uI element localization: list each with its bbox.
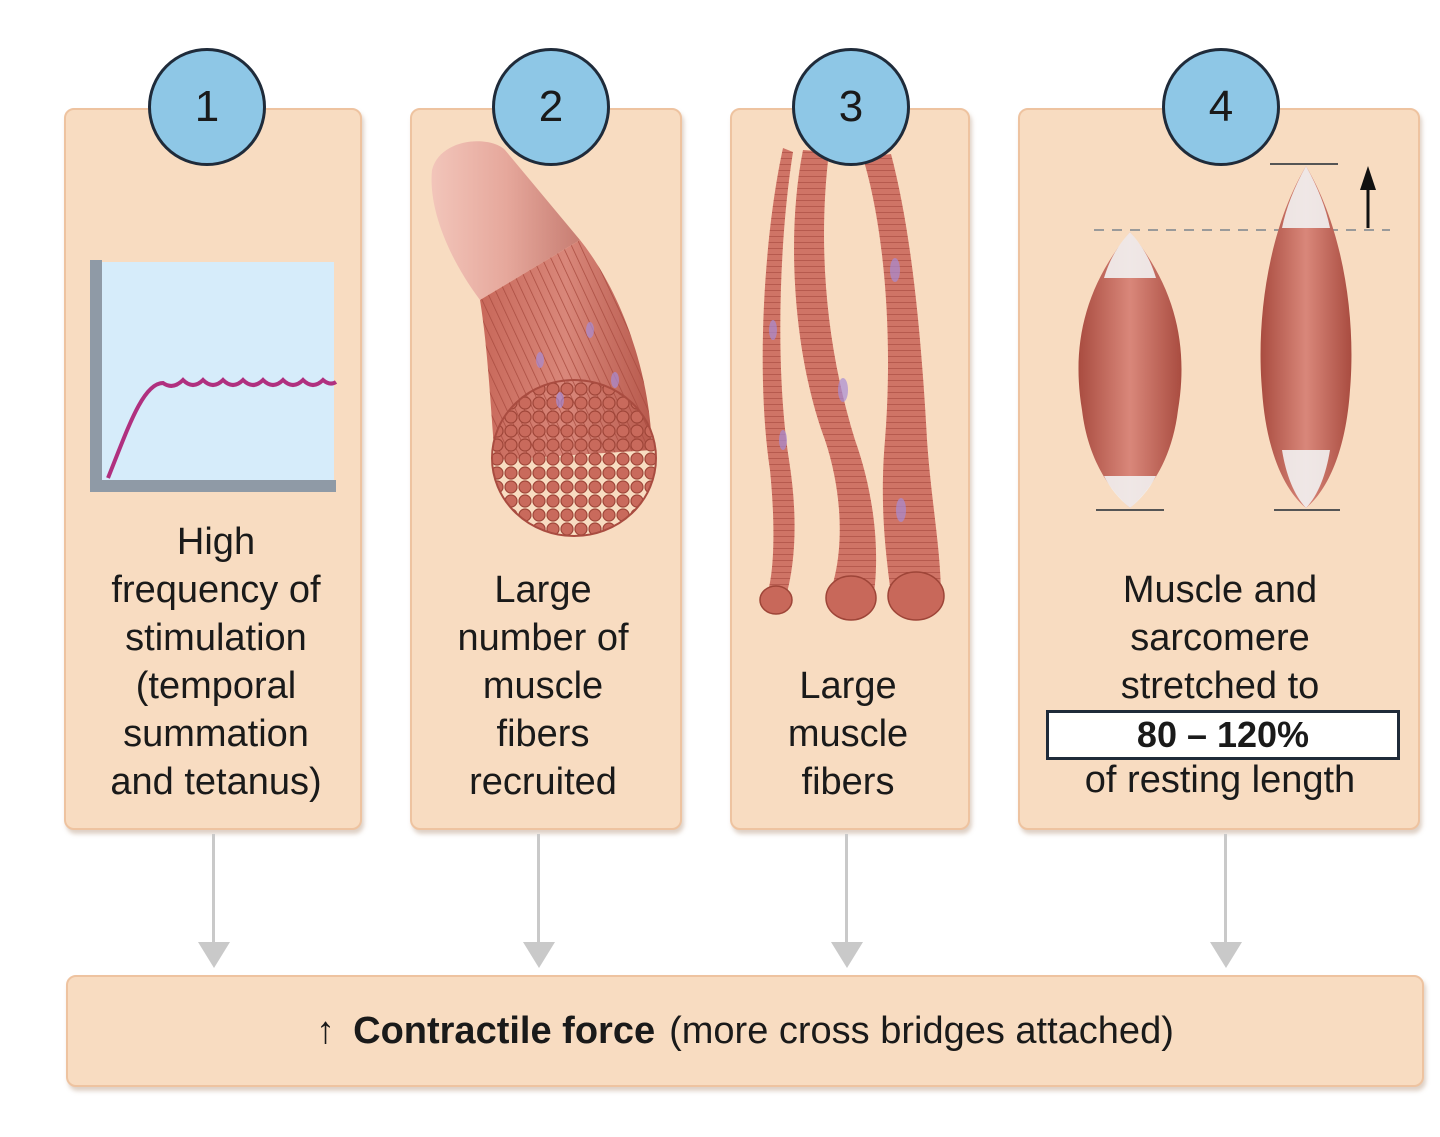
factor-panel-4 [1018, 108, 1420, 830]
caption-line: sarcomere [1130, 617, 1310, 659]
caption-line: Large [799, 665, 897, 707]
range-value: 80 – 120% [1136, 714, 1310, 755]
caption-line: Large [494, 569, 592, 611]
step-badge-2: 2 [492, 48, 610, 166]
caption-line: muscle [787, 713, 909, 755]
connector-arrowhead-4 [1210, 942, 1242, 968]
caption-line: frequency of [111, 569, 321, 611]
caption-line: and tetanus) [110, 761, 322, 803]
connector-arrowhead-2 [523, 942, 555, 968]
factor-caption-4: Muscle and sarcomere stretched to [1020, 566, 1420, 710]
resting-length-range-box: 80 – 120% [1046, 710, 1400, 760]
caption-line: number of [457, 617, 629, 659]
step-number-3: 3 [838, 82, 864, 131]
connector-arrow-3 [845, 834, 848, 946]
connector-arrowhead-3 [831, 942, 863, 968]
step-number-2: 2 [538, 82, 564, 131]
caption-line: (temporal [135, 665, 297, 707]
tetanus-graph [90, 260, 338, 492]
caption-line: High [176, 521, 256, 563]
result-detail-text: (more cross bridges attached) [669, 1009, 1174, 1052]
step-badge-4: 4 [1162, 48, 1280, 166]
factor-caption-4-tail: of resting length [1084, 759, 1356, 801]
caption-line: summation [123, 713, 309, 755]
step-number-1: 1 [194, 82, 220, 131]
step-number-4: 4 [1208, 82, 1234, 131]
step-badge-3: 3 [792, 48, 910, 166]
step-badge-1: 1 [148, 48, 266, 166]
result-box: ↑ Contractile force (more cross bridges … [66, 975, 1424, 1087]
factor-caption-3: Large muscle fibers [732, 662, 964, 806]
caption-line: fibers [496, 713, 590, 755]
connector-arrow-4 [1224, 834, 1227, 946]
caption-line: muscle [482, 665, 604, 707]
connector-arrowhead-1 [198, 942, 230, 968]
connector-arrow-1 [212, 834, 215, 946]
connector-arrow-2 [537, 834, 540, 946]
muscle-fascicle-illustration [431, 141, 657, 537]
caption-line: stimulation [125, 617, 307, 659]
factor-caption-2: Large number of muscle fibers recruited [412, 566, 674, 806]
factor-caption-1: High frequency of stimulation (temporal … [66, 518, 366, 806]
muscle-fibers-illustration [759, 148, 945, 621]
increase-arrow-icon: ↑ [316, 1009, 336, 1052]
caption-line: recruited [469, 761, 617, 803]
caption-line: fibers [801, 761, 895, 803]
result-bold-text: Contractile force [353, 1009, 656, 1052]
caption-line: stretched to [1120, 665, 1320, 707]
caption-line: Muscle and [1122, 569, 1318, 611]
stretched-muscle-illustration [1078, 163, 1390, 511]
